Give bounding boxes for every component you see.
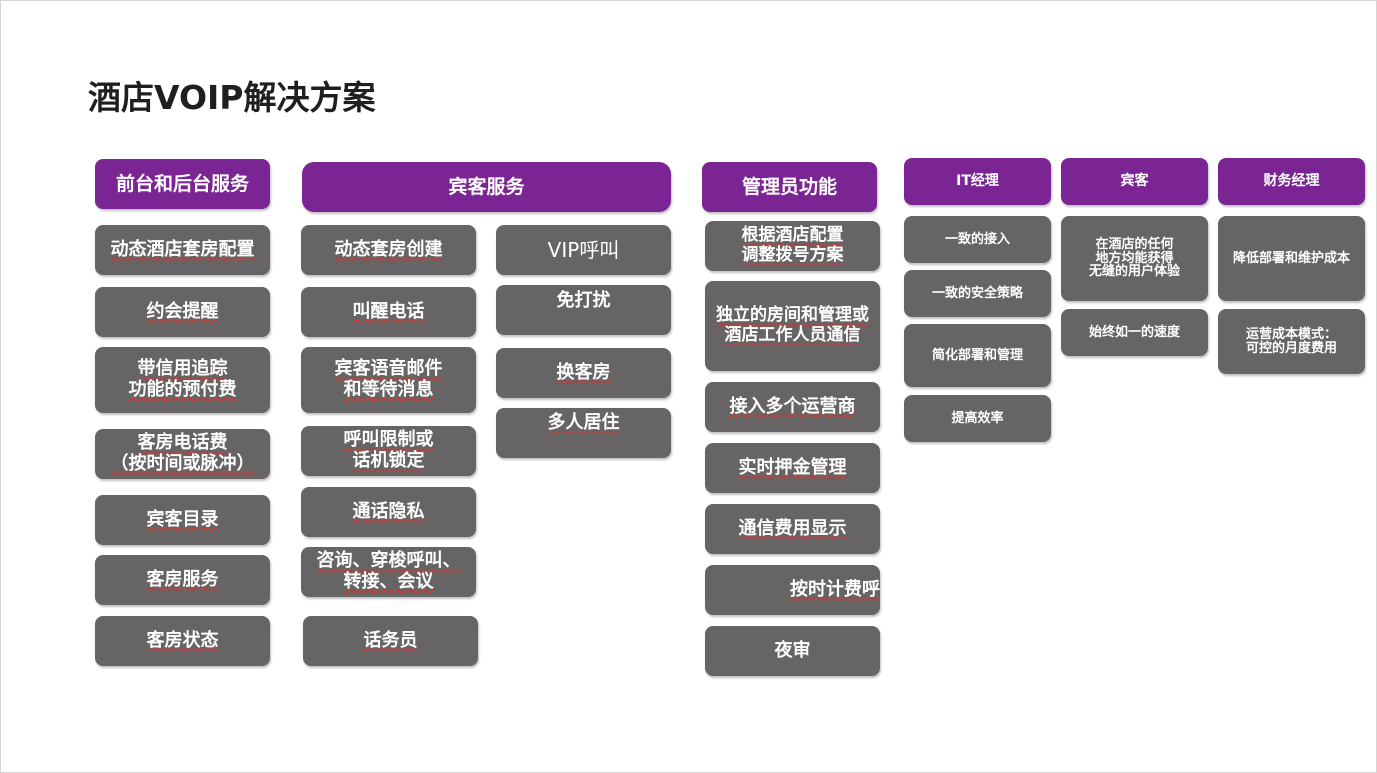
item-cost-display: 通信费用显示 [705, 504, 880, 554]
item-timed-billing: 按时计费呼 [705, 565, 880, 615]
item-room-service: 客房服务 [95, 555, 270, 605]
item-room-change: 换客房 [496, 348, 671, 398]
item-independent-comm: 独立的房间和管理或 酒店工作人员通信 [705, 281, 880, 371]
item-consult-transfer-conference: 咨询、穿梭呼叫、 转接、会议 [301, 547, 476, 597]
item-night-audit: 夜审 [705, 626, 880, 676]
item-reduce-cost: 降低部署和维护成本 [1218, 216, 1365, 301]
item-call-privacy: 通话隐私 [301, 487, 476, 537]
item-wakeup-call: 叫醒电话 [301, 287, 476, 337]
item-vip-call: VIP呼叫 [496, 225, 671, 275]
item-do-not-disturb: 免打扰 [496, 285, 671, 335]
header-guest: 宾客 [1061, 158, 1208, 205]
item-deposit-management: 实时押金管理 [705, 443, 880, 493]
item-dial-plan: 根据酒店配置 调整拨号方案 [705, 221, 880, 271]
item-operator: 话务员 [303, 616, 478, 666]
item-guest-directory: 宾客目录 [95, 495, 270, 545]
header-it-manager: IT经理 [904, 158, 1051, 205]
item-prepaid-credit: 带信用追踪 功能的预付费 [95, 347, 270, 413]
item-seamless-experience: 在酒店的任何 地方均能获得 无缝的用户体验 [1061, 216, 1208, 301]
item-simplified-deployment: 简化部署和管理 [904, 324, 1051, 387]
item-consistent-speed: 始终如一的速度 [1061, 309, 1208, 356]
item-consistent-access: 一致的接入 [904, 216, 1051, 263]
item-multiple-occupancy: 多人居住 [496, 408, 671, 458]
item-security-policy: 一致的安全策略 [904, 270, 1051, 317]
item-guest-voicemail: 宾客语音邮件 和等待消息 [301, 347, 476, 413]
item-multi-carrier: 接入多个运营商 [705, 382, 880, 432]
item-dynamic-suite-config: 动态酒店套房配置 [95, 225, 270, 275]
item-room-status: 客房状态 [95, 616, 270, 666]
slide-title: 酒店VOIP解决方案 [88, 78, 376, 117]
item-efficiency: 提高效率 [904, 395, 1051, 442]
header-admin-functions: 管理员功能 [702, 162, 877, 212]
header-front-back-office: 前台和后台服务 [95, 159, 270, 209]
header-guest-services: 宾客服务 [302, 162, 671, 212]
header-finance-manager: 财务经理 [1218, 158, 1365, 205]
item-room-phone-charge: 客房电话费 （按时间或脉冲） [95, 429, 270, 479]
item-opex-model: 运营成本模式： 可控的月度费用 [1218, 309, 1365, 374]
item-dynamic-suite-creation: 动态套房创建 [301, 225, 476, 275]
item-appointment-reminder: 约会提醒 [95, 287, 270, 337]
item-call-restriction: 呼叫限制或 话机锁定 [301, 426, 476, 476]
